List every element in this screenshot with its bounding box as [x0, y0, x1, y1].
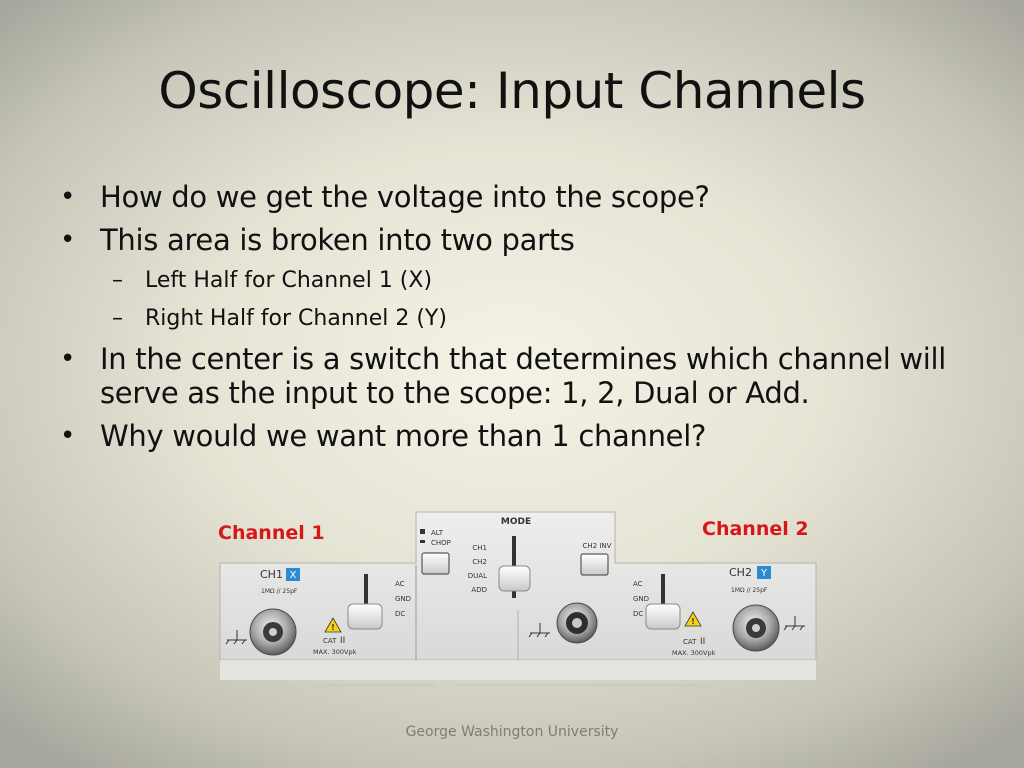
ch1-cat-roman: II	[340, 636, 345, 646]
ch1-cat-label: CAT	[323, 637, 337, 645]
oscilloscope-panel: MODE ALT CHOP CH1 CH2 DUAL ADD CH2 INV C…	[205, 511, 817, 686]
bullet-marker: •	[60, 421, 76, 451]
bullet-text: How do we get the voltage into the scope…	[100, 180, 710, 214]
ch1-bnc-pin	[269, 628, 277, 636]
bullet-marker: •	[60, 182, 76, 212]
ch1-warning-mark: !	[331, 623, 335, 632]
ext-bnc-pin	[572, 618, 582, 628]
sub-bullet-item: –Left Half for Channel 1 (X)	[60, 266, 980, 296]
mode-option-dual: DUAL	[468, 572, 487, 580]
alt-chop-button[interactable]	[421, 552, 450, 575]
alt-indicator-icon	[420, 529, 425, 534]
ch2-coupling-gnd: GND	[633, 595, 649, 603]
bullet-text: Why would we want more than 1 channel?	[100, 419, 707, 453]
ch1-ground-icon	[225, 630, 247, 645]
mode-option-add: ADD	[471, 586, 487, 594]
dash-marker: –	[112, 268, 123, 293]
ch1-coupling-gnd: GND	[395, 595, 411, 603]
ch2-warning-icon	[684, 611, 702, 627]
ch2-cat-roman: II	[700, 637, 705, 647]
mode-label: MODE	[501, 517, 531, 527]
bullet-item: • This area is broken into two parts	[60, 223, 980, 257]
sub-bullet-text: Left Half for Channel 1 (X)	[145, 268, 433, 293]
bullet-item: • In the center is a switch that determin…	[60, 342, 980, 410]
panel-floor	[220, 660, 816, 680]
ch2-ground-icon	[783, 616, 805, 631]
chop-indicator-icon	[420, 540, 425, 543]
channel1-label: Channel 1	[218, 522, 325, 544]
bullet-list: • How do we get the voltage into the scop…	[60, 180, 980, 462]
chop-label: CHOP	[431, 539, 451, 547]
ch1-badge-text: X	[290, 570, 297, 581]
mode-option-ch2: CH2	[472, 558, 487, 566]
center-ground-icon	[528, 623, 550, 638]
ch1-coupling-ac: AC	[395, 580, 405, 588]
channel2-label: Channel 2	[702, 518, 809, 540]
bullet-item: • How do we get the voltage into the scop…	[60, 180, 980, 214]
mode-slider-knob[interactable]	[498, 565, 531, 592]
dash-marker: –	[112, 306, 123, 331]
ch2-badge-text: Y	[760, 568, 768, 579]
ch2-max-voltage: MAX. 300Vpk	[672, 649, 716, 657]
oscilloscope-panel-photo: MODE ALT CHOP CH1 CH2 DUAL ADD CH2 INV C…	[205, 510, 825, 690]
ch2-coupling-ac: AC	[633, 580, 643, 588]
ch1-coupling-dc: DC	[395, 610, 405, 618]
ch1-impedance: 1MΩ // 25pF	[261, 588, 298, 595]
ch2-badge	[757, 566, 771, 579]
ch1-coupling-knob[interactable]	[347, 603, 383, 630]
ch2-name: CH2	[729, 566, 752, 579]
ch2-impedance: 1MΩ // 25pF	[731, 587, 768, 594]
bullet-text: This area is broken into two parts	[100, 223, 575, 257]
alt-label: ALT	[431, 529, 444, 537]
ch1-warning-icon	[324, 617, 342, 633]
ch2-coupling-knob[interactable]	[645, 603, 681, 630]
ch2-bnc-pin	[752, 624, 760, 632]
bullet-marker: •	[60, 225, 76, 255]
bullet-marker: •	[60, 344, 76, 374]
sub-bullet-text: Right Half for Channel 2 (Y)	[145, 306, 447, 331]
bullet-item: • Why would we want more than 1 channel?	[60, 419, 980, 453]
bullet-text: In the center is a switch that determine…	[100, 342, 947, 410]
ch2-warning-mark: !	[691, 617, 695, 626]
sub-bullet-item: –Right Half for Channel 2 (Y)	[60, 304, 980, 334]
ch1-max-voltage: MAX. 300Vpk	[313, 648, 357, 656]
slide-footer: George Washington University	[405, 724, 619, 740]
ch2-coupling-dc: DC	[633, 610, 643, 618]
slide-title: Oscilloscope: Input Channels	[158, 62, 866, 120]
ch2-cat-label: CAT	[683, 638, 697, 646]
mode-option-ch1: CH1	[472, 544, 487, 552]
ch2-inv-label: CH2 INV	[583, 542, 612, 550]
ch2-inv-button[interactable]	[580, 553, 609, 576]
ch1-badge	[286, 568, 300, 581]
ch1-name: CH1	[260, 568, 283, 581]
ch2-coupling-track	[661, 574, 665, 616]
ch1-coupling-track	[364, 574, 368, 616]
